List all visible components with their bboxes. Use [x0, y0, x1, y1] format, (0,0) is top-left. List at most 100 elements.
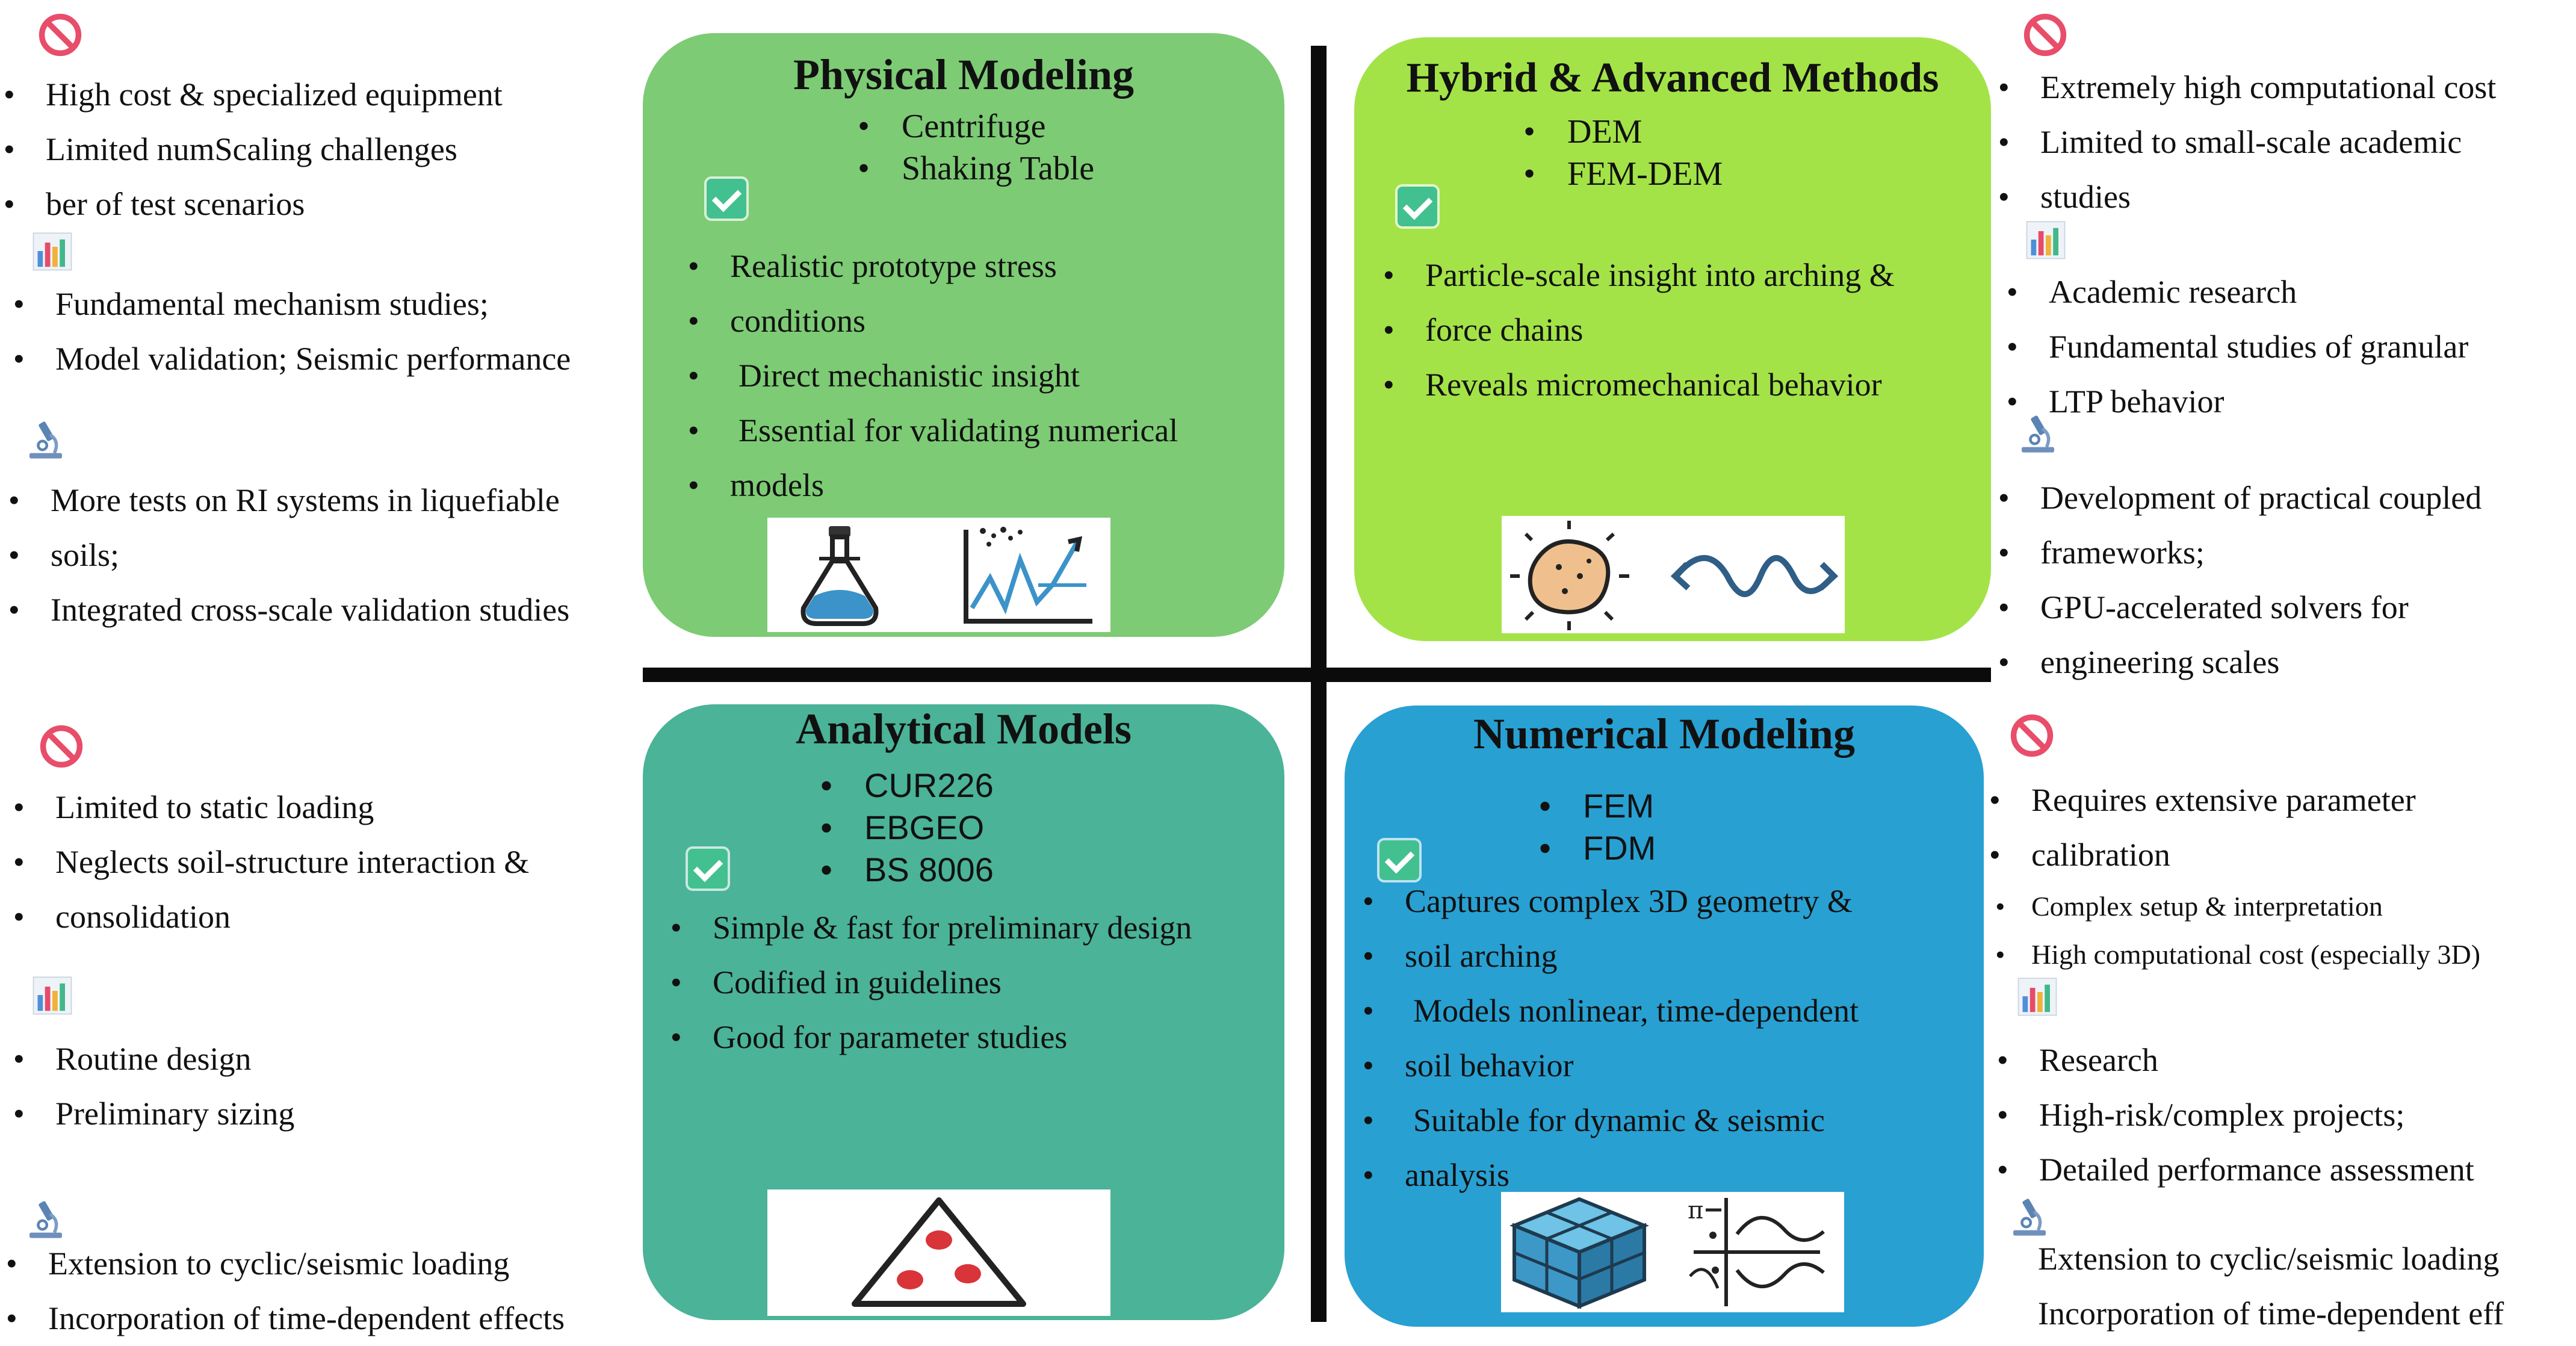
- svg-text:π: π: [1688, 1197, 1703, 1224]
- list-item: Academic research: [2007, 265, 2468, 320]
- list-item: CUR226: [820, 764, 994, 807]
- left-top-applications-list: Fundamental mechanism studies; Model val…: [13, 277, 571, 386]
- list-item: Reveals micromechanical behavior: [1383, 358, 1895, 412]
- equation-graph-icon: π: [1688, 1197, 1825, 1306]
- numerical-modeling-title: Numerical Modeling: [1473, 710, 1855, 758]
- hybrid-methods-list: DEM FEM-DEM: [1523, 111, 1723, 195]
- hybrid-methods-title: Hybrid & Advanced Methods: [1406, 55, 1939, 101]
- analytical-models-title: Analytical Models: [796, 705, 1132, 753]
- analytical-models-box: Analytical Models CUR226 EBGEO BS 8006 S…: [643, 704, 1284, 1320]
- list-item: Routine design: [13, 1032, 294, 1087]
- hybrid-methods-box: Hybrid & Advanced Methods DEM FEM-DEM Pa…: [1354, 37, 1991, 641]
- list-item-continuation: calibration: [1989, 828, 2480, 882]
- list-item: Particle-scale insight into arching &: [1383, 248, 1895, 303]
- list-item: Essential for validating numerical: [688, 403, 1178, 458]
- list-item: Model validation; Seismic performance: [13, 332, 571, 386]
- list-item: Extension to cyclic/seismic loading: [6, 1236, 565, 1291]
- list-item-continuation: studies: [1998, 170, 2570, 225]
- list-item: Limited to static loading: [13, 780, 529, 835]
- mesh-cube-icon: [1509, 1197, 1649, 1309]
- list-item: Extension to cyclic/seismic loading: [2038, 1232, 2576, 1286]
- physical-advantages-list: Realistic prototype stress conditions Di…: [688, 239, 1178, 513]
- list-item: FEM: [1539, 785, 1656, 827]
- analytical-advantages-list: Simple & fast for preliminary design Cod…: [670, 901, 1192, 1065]
- right-bottom-applications-list: Research High-risk/complex projects; Det…: [1997, 1033, 2474, 1197]
- wave-arrow-icon: [1670, 555, 1839, 597]
- left-bottom-limitations-list: Limited to static loading Neglects soil-…: [13, 780, 529, 944]
- list-item-continuation: soil arching: [1363, 929, 1859, 984]
- list-item: Shaking Table: [858, 147, 1094, 190]
- right-top-applications-list: Academic research Fundamental studies of…: [2007, 265, 2469, 429]
- list-item-continuation: models: [688, 458, 1178, 513]
- checkmark-icon: [688, 849, 728, 889]
- seismic-graph-icon: [964, 527, 1092, 624]
- analytical-methods-list: CUR226 EBGEO BS 8006: [820, 764, 994, 891]
- list-item: Suitable for dynamic & seismic: [1363, 1093, 1859, 1148]
- left-top-future-list: More tests on RI systems in liquefiable …: [8, 473, 569, 637]
- physical-methods-list: Centrifuge Shaking Table: [858, 105, 1094, 190]
- left-bottom-future-list: Extension to cyclic/seismic loading Inco…: [6, 1236, 565, 1346]
- list-item: FDM: [1539, 827, 1656, 869]
- list-item: Research: [1997, 1033, 2474, 1088]
- microscope-icon: [2016, 412, 2060, 456]
- triangle-icon: [852, 1197, 1026, 1307]
- list-item: Neglects soil-structure interaction &: [13, 835, 529, 890]
- numerical-methods-list: FEM FDM: [1539, 785, 1656, 869]
- vertical-divider: [1311, 46, 1327, 1322]
- horizontal-divider: [643, 668, 1991, 682]
- flask-icon: [800, 526, 879, 626]
- list-item: High cost & specialized equipment: [4, 67, 503, 122]
- list-item: Complex setup & interpretation: [1995, 882, 2480, 931]
- list-item-continuation: conditions: [688, 294, 1178, 349]
- list-item-continuation: consolidation: [13, 890, 529, 944]
- left-top-limitations-list: High cost & specialized equipment Limite…: [4, 67, 503, 232]
- list-item: Development of practical coupled: [1998, 471, 2482, 526]
- list-item-continuation: LTP behavior: [2007, 374, 2468, 429]
- list-item: Centrifuge: [858, 105, 1094, 147]
- list-item: Incorporation of time-dependent effects: [6, 1291, 565, 1346]
- physical-modeling-box: Physical Modeling Centrifuge Shaking Tab…: [643, 33, 1284, 637]
- prohibited-icon: [2009, 713, 2055, 758]
- right-bottom-limitations-list: Requires extensive parameter calibration…: [1989, 773, 2480, 979]
- particle-icon: [1510, 521, 1629, 630]
- list-item: Detailed performance assessment: [1997, 1143, 2474, 1197]
- checkmark-icon: [1379, 840, 1419, 880]
- list-item: EBGEO: [820, 807, 994, 849]
- list-item-continuation: frameworks;: [1998, 526, 2482, 580]
- physical-illustration: [767, 518, 1110, 632]
- left-bottom-applications-list: Routine design Preliminary sizing: [13, 1032, 295, 1141]
- list-item: Models nonlinear, time-dependent: [1363, 984, 1859, 1038]
- list-item: Extremely high computational cost: [1998, 60, 2570, 115]
- list-item: High computational cost (especially 3D): [1995, 931, 2480, 979]
- list-item: Good for parameter studies: [670, 1010, 1192, 1065]
- list-item-continuation: soils;: [8, 528, 569, 583]
- bar-chart-icon: [2025, 219, 2067, 261]
- numerical-illustration: π: [1501, 1192, 1844, 1312]
- list-item: Simple & fast for preliminary design: [670, 901, 1192, 955]
- list-item: GPU-accelerated solvers for: [1998, 580, 2482, 635]
- list-item: Fundamental mechanism studies;: [13, 277, 571, 332]
- numerical-advantages-list: Captures complex 3D geometry & soil arch…: [1363, 874, 1859, 1203]
- list-item: High-risk/complex projects;: [1997, 1088, 2474, 1143]
- list-item: Limited numScaling challenges: [4, 122, 503, 177]
- list-item: Fundamental studies of granular: [2007, 320, 2469, 374]
- checkmark-icon: [707, 179, 746, 219]
- hybrid-illustration: [1502, 516, 1845, 633]
- prohibited-icon: [37, 12, 83, 58]
- microscope-icon: [24, 1198, 67, 1241]
- list-item-continuation: engineering scales: [1998, 635, 2482, 690]
- list-item: Incorporation of time-dependent eff: [2038, 1286, 2576, 1341]
- list-item: Captures complex 3D geometry &: [1363, 874, 1859, 929]
- numerical-modeling-box: Numerical Modeling FEM FDM Captures comp…: [1345, 706, 1984, 1327]
- bar-chart-icon: [31, 974, 73, 1016]
- list-item: Requires extensive parameter: [1989, 773, 2480, 828]
- microscope-icon: [24, 418, 67, 462]
- list-item: ber of test scenarios: [4, 177, 503, 232]
- checkmark-icon: [1398, 187, 1437, 226]
- list-item-continuation: soil behavior: [1363, 1038, 1859, 1093]
- list-item: DEM: [1523, 111, 1723, 153]
- list-item: Realistic prototype stress: [688, 239, 1178, 294]
- list-item: Preliminary sizing: [13, 1087, 295, 1141]
- right-top-future-list: Development of practical coupled framewo…: [1998, 471, 2482, 690]
- bar-chart-icon: [31, 230, 73, 272]
